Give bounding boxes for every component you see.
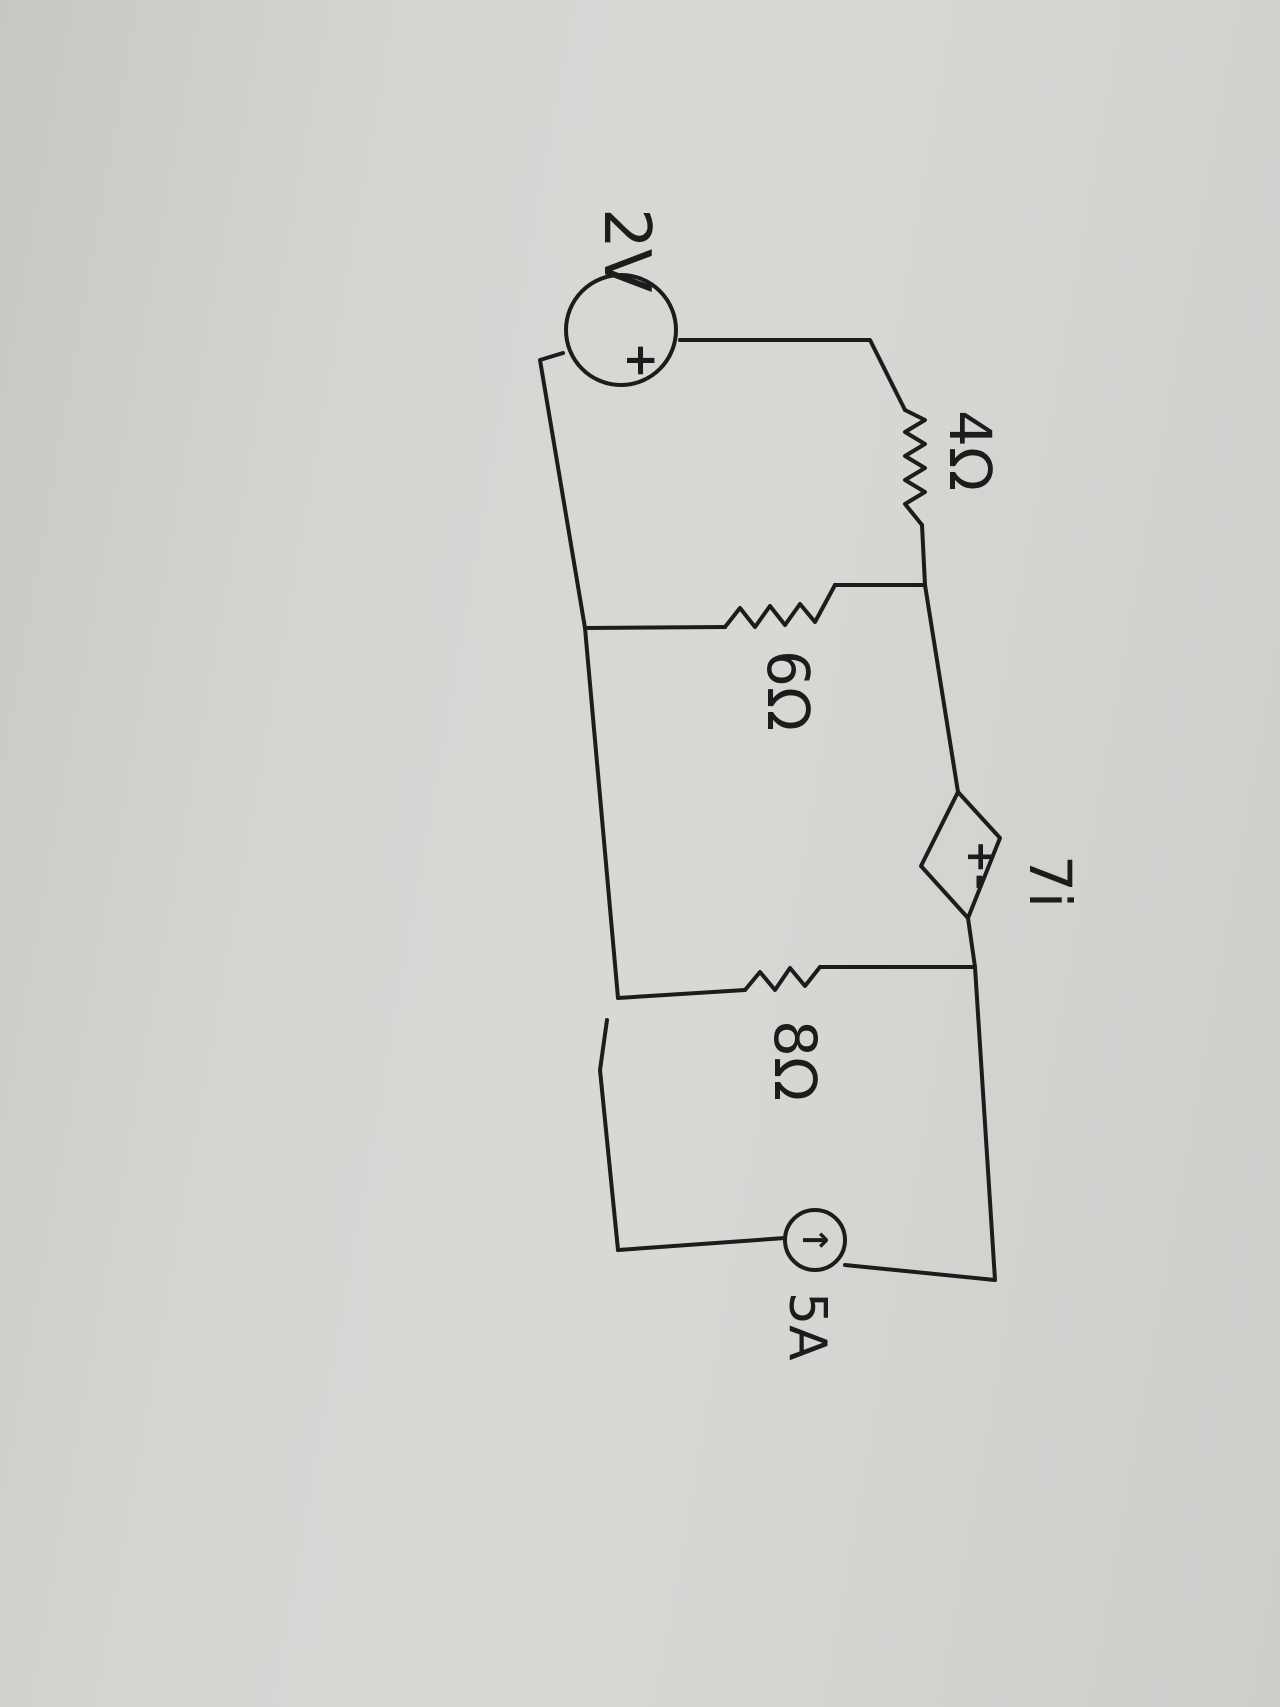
dependent-voltage-source-icon: +- [919, 790, 1004, 920]
wire-current-source-left [616, 1236, 787, 1252]
wires [538, 338, 997, 1282]
voltage-source-symbol: + [616, 342, 667, 379]
wire-source-to-4ohm [678, 338, 907, 412]
current-source-icon: ↑ [783, 1208, 847, 1272]
wire-left-top [538, 351, 587, 630]
current-source-symbol: ↑ [794, 1226, 834, 1255]
wire-6ohm-branch [583, 583, 927, 630]
wire-right-lower [966, 916, 977, 969]
wire-8ohm-branch [616, 965, 977, 1000]
wire-left-bottom [598, 1018, 620, 1252]
wire-right-bottom [843, 965, 997, 1282]
resistor-middle-label: 6Ω [754, 650, 822, 731]
resistor-icon [903, 408, 927, 527]
voltage-source-icon: + [564, 273, 678, 387]
dependent-source-label: 7i [1016, 855, 1084, 908]
dependent-source-symbol: +- [958, 840, 1004, 890]
resistor-icon [723, 583, 837, 629]
wire-4ohm-to-node [920, 523, 927, 587]
current-source-label: 5A [777, 1292, 837, 1361]
resistor-icon [743, 965, 822, 992]
resistor-bottom-label: 8Ω [761, 1020, 829, 1101]
resistor-top-label: 4Ω [936, 410, 1004, 491]
wire-right-upper [923, 583, 960, 794]
voltage-source-label: 2V [589, 208, 663, 293]
wire-left-middle [583, 626, 620, 1000]
